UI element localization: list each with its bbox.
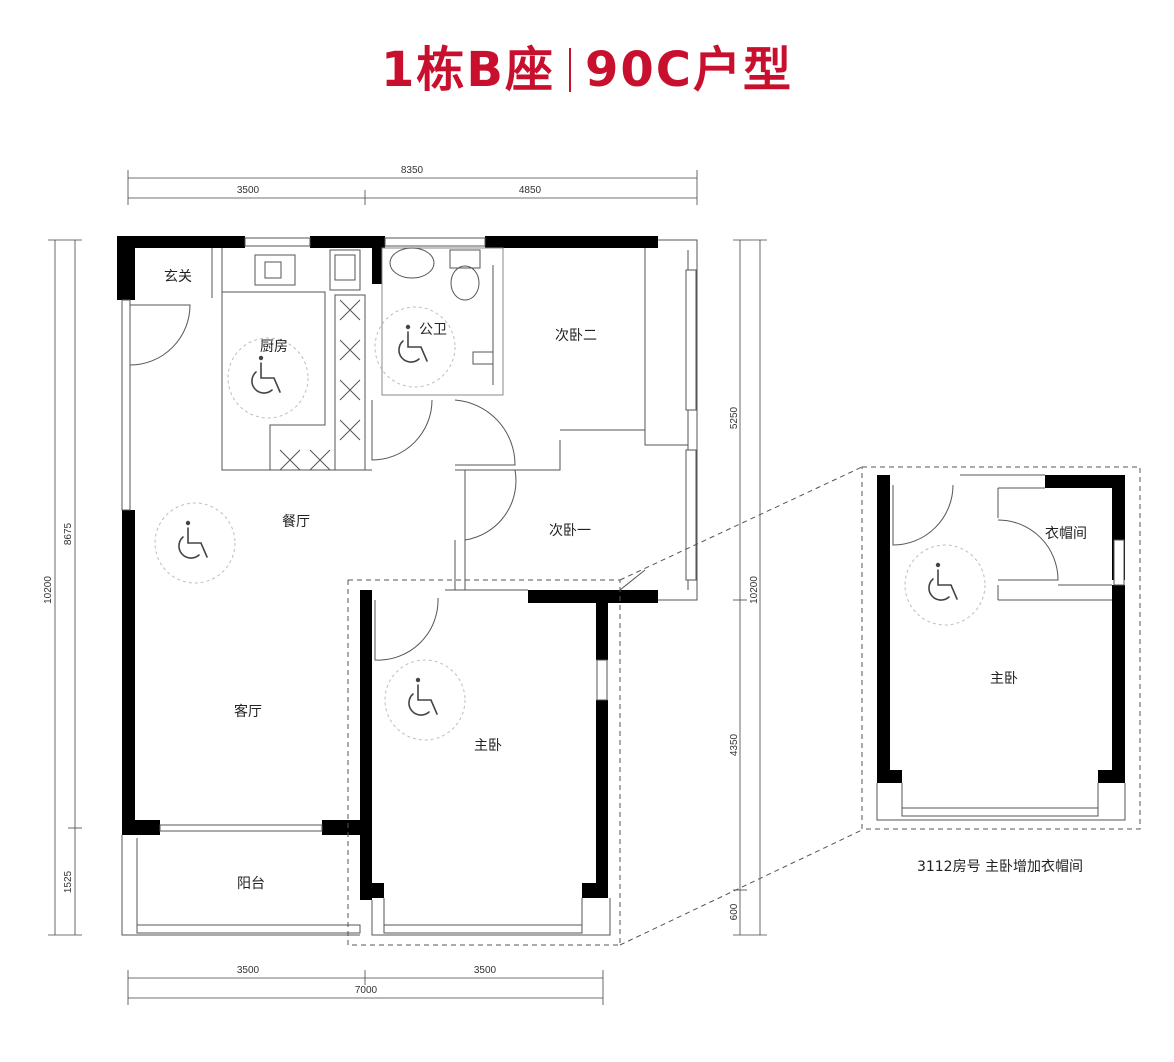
dim-left-outer: 10200 (43, 576, 54, 604)
dim-bottom-total: 7000 (355, 985, 378, 996)
room-labels: 玄关 厨房 公卫 次卧二 次卧一 餐厅 客厅 主卧 阳台 (164, 268, 597, 892)
dim-top-total: 8350 (401, 165, 424, 176)
dim-right-top: 5250 (729, 406, 740, 429)
dim-right-outer: 10200 (749, 576, 760, 604)
room-label-entry: 玄关 (164, 268, 192, 285)
room-label-bedroom-2: 次卧二 (555, 328, 597, 344)
wheelchair-accessible-icon (904, 544, 986, 626)
room-label-bathroom: 公卫 (419, 322, 447, 338)
left-dimensions: 10200 8675 1525 (43, 239, 82, 936)
dim-left-inner-top: 8675 (63, 522, 74, 545)
wheelchair-accessible-icon (154, 502, 236, 584)
room-label-living: 客厅 (234, 703, 262, 720)
room-label-kitchen: 厨房 (260, 339, 288, 355)
dim-bottom-left: 3500 (237, 965, 260, 976)
dim-left-inner-bottom: 1525 (63, 870, 74, 893)
dim-right-bottom: 600 (729, 903, 740, 920)
main-walls (117, 236, 658, 900)
title-unit-type: 90C户型 (584, 42, 794, 98)
title-building: 1栋B座 (380, 42, 555, 98)
dim-right-mid: 4350 (729, 733, 740, 756)
top-dimensions: 8350 3500 4850 (127, 165, 698, 205)
room-label-bedroom-1: 次卧一 (549, 523, 591, 539)
wheelchair-accessible-icon (384, 659, 466, 741)
bottom-dimensions: 3500 3500 7000 (127, 965, 604, 1005)
dim-bottom-right: 3500 (474, 965, 497, 976)
room-label-balcony: 阳台 (237, 876, 265, 892)
dim-top-right: 4850 (519, 185, 542, 196)
title-separator (568, 48, 571, 92)
wheelchair-accessible-icon (374, 306, 456, 388)
inset-plan: 衣帽间 主卧 3112房号 主卧增加衣帽间 (861, 466, 1141, 875)
room-label-dining: 餐厅 (282, 514, 310, 530)
plan-title: 1栋B座 90C户型 (0, 30, 1174, 100)
inset-caption: 3112房号 主卧增加衣帽间 (917, 859, 1083, 875)
doors (129, 304, 517, 661)
right-dimensions: 5250 10200 4350 600 (729, 239, 767, 936)
interior-lines (121, 237, 863, 946)
inset-label-wardrobe: 衣帽间 (1045, 526, 1087, 542)
inset-label-master: 主卧 (990, 671, 1018, 687)
dim-top-left: 3500 (237, 185, 260, 196)
room-label-master: 主卧 (474, 738, 502, 754)
